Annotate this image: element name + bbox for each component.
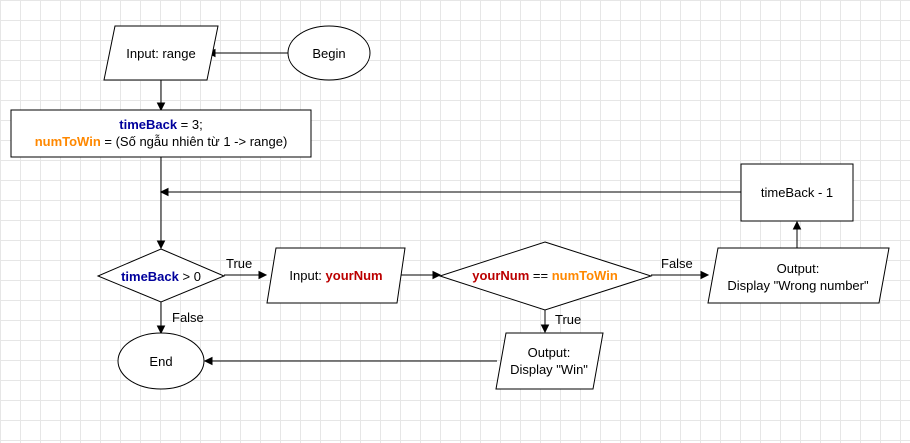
var-timeback: timeBack [121, 269, 180, 284]
output-win-line-2: Display "Win" [510, 362, 588, 377]
flowchart-edges [156, 48, 802, 366]
node-init[interactable]: timeBack = 3; numToWin = (Số ngẫu nhiên … [10, 109, 312, 158]
terminator-shape [117, 332, 205, 390]
init-line-2-rest: = (Số ngẫu nhiên từ 1 -> range) [101, 134, 288, 149]
node-condition[interactable]: timeBack > 0 [96, 248, 226, 303]
compare-label: yourNum == numToWin [472, 268, 618, 283]
decision-shape [96, 248, 226, 303]
input-yournum-label: Input: yourNum [289, 268, 382, 283]
decision-shape [438, 241, 653, 311]
arrowhead [432, 270, 442, 280]
arrowhead [792, 220, 802, 230]
edge-labels: True False False True [172, 256, 693, 327]
label-compare-true: True [555, 312, 581, 327]
var-yournum: yourNum [472, 268, 529, 283]
init-line-2: numToWin = (Số ngẫu nhiên từ 1 -> range) [35, 134, 288, 149]
arrowhead [540, 324, 550, 334]
var-timeback: timeBack [119, 117, 178, 132]
condition-label: timeBack > 0 [121, 269, 201, 284]
label-compare-false: False [661, 256, 693, 271]
input-yournum-prefix: Input: [289, 268, 325, 283]
process-shape [740, 163, 854, 222]
var-numtowin: numToWin [35, 134, 101, 149]
init-line-1-rest: = 3; [177, 117, 203, 132]
output-wrong-line-1: Output: [777, 261, 820, 276]
arrowhead [203, 356, 213, 366]
node-input-range[interactable]: Input: range [103, 25, 219, 81]
terminator-shape [287, 25, 371, 81]
arrowhead [700, 270, 710, 280]
output-shape [707, 247, 890, 304]
init-line-1: timeBack = 3; [119, 117, 202, 132]
node-end[interactable]: End [117, 332, 205, 390]
arrowhead [156, 240, 166, 250]
node-begin[interactable]: Begin [287, 25, 371, 81]
output-win-line-1: Output: [528, 345, 571, 360]
input-shape [103, 25, 219, 81]
node-decrement[interactable]: timeBack - 1 [740, 163, 854, 222]
arrowhead [159, 187, 169, 197]
process-shape [10, 109, 312, 158]
arrowhead [258, 270, 268, 280]
var-yournum: yourNum [326, 268, 383, 283]
node-output-wrong[interactable]: Output: Display "Wrong number" [707, 247, 890, 304]
var-numtowin: numToWin [552, 268, 618, 283]
output-wrong-line-2: Display "Wrong number" [727, 278, 869, 293]
label-condition-false: False [172, 310, 204, 325]
label-condition-true: True [226, 256, 252, 271]
condition-rest: > 0 [179, 269, 201, 284]
begin-label: Begin [312, 46, 345, 61]
arrowhead [156, 325, 166, 335]
compare-operator: == [529, 268, 551, 283]
node-output-win[interactable]: Output: Display "Win" [495, 332, 604, 390]
input-range-label: Input: range [126, 46, 195, 61]
node-input-yournum[interactable]: Input: yourNum [266, 247, 406, 304]
end-label: End [149, 354, 172, 369]
input-shape [266, 247, 406, 304]
output-shape [495, 332, 604, 390]
decrement-label: timeBack - 1 [761, 185, 833, 200]
arrowhead [156, 102, 166, 112]
node-compare[interactable]: yourNum == numToWin [438, 241, 653, 311]
